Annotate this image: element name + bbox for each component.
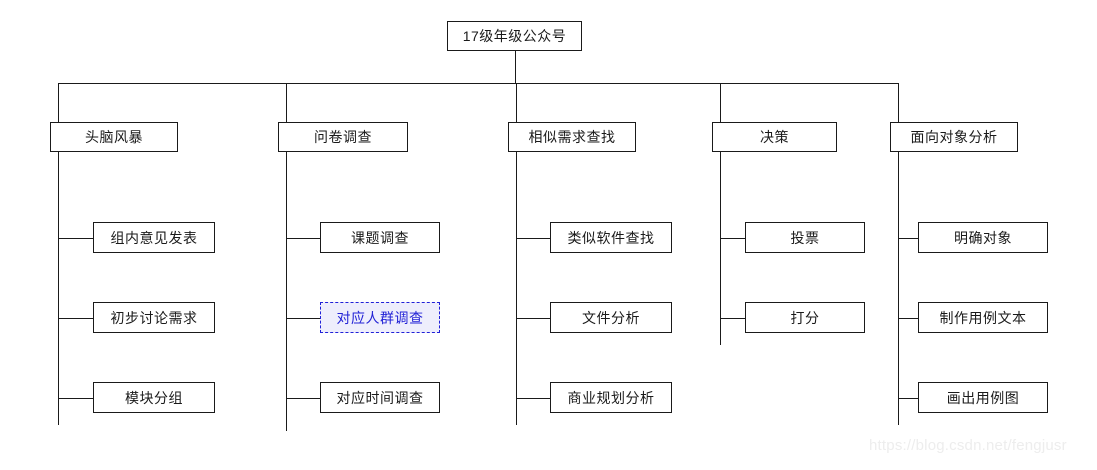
child-node-3-1[interactable]: 类似软件查找: [550, 222, 672, 253]
branch-spine-4: [720, 152, 721, 345]
child-node-4-2-label: 打分: [790, 309, 820, 326]
branch-node-5[interactable]: 面向对象分析: [890, 122, 1018, 152]
child-node-1-3-label: 模块分组: [125, 389, 183, 406]
child-stub-5-3: [898, 398, 918, 399]
child-node-5-3[interactable]: 画出用例图: [918, 382, 1048, 413]
child-node-1-1[interactable]: 组内意见发表: [93, 222, 215, 253]
child-node-3-3-label: 商业规划分析: [567, 389, 655, 406]
child-node-2-1[interactable]: 课题调查: [320, 222, 440, 253]
child-stub-3-3: [516, 398, 550, 399]
child-stub-1-1: [58, 238, 93, 239]
branch-drop-connector-5: [898, 83, 899, 122]
child-stub-2-3: [286, 398, 320, 399]
branch-node-5-label: 面向对象分析: [910, 129, 998, 145]
child-node-3-2[interactable]: 文件分析: [550, 302, 672, 333]
child-node-4-2[interactable]: 打分: [745, 302, 865, 333]
level2-bus-connector: [58, 83, 898, 84]
child-stub-3-2: [516, 318, 550, 319]
branch-node-3[interactable]: 相似需求查找: [508, 122, 636, 152]
branch-spine-3: [516, 152, 517, 425]
branch-node-2[interactable]: 问卷调查: [278, 122, 408, 152]
branch-node-3-label: 相似需求查找: [528, 129, 616, 145]
child-node-2-2[interactable]: 对应人群调查: [320, 302, 440, 333]
branch-spine-5: [898, 152, 899, 425]
branch-spine-1: [58, 152, 59, 425]
root-node-label: 17级年级公众号: [462, 28, 567, 44]
child-node-3-3[interactable]: 商业规划分析: [550, 382, 672, 413]
child-node-2-1-label: 课题调查: [351, 229, 409, 246]
child-node-1-2-label: 初步讨论需求: [110, 309, 198, 326]
child-node-3-1-label: 类似软件查找: [567, 229, 655, 246]
child-stub-5-1: [898, 238, 918, 239]
branch-node-4-label: 决策: [760, 129, 789, 145]
branch-node-2-label: 问卷调查: [314, 129, 372, 145]
child-stub-1-3: [58, 398, 93, 399]
branch-drop-connector-2: [286, 83, 287, 122]
child-stub-1-2: [58, 318, 93, 319]
child-stub-3-1: [516, 238, 550, 239]
child-node-2-3[interactable]: 对应时间调查: [320, 382, 440, 413]
child-node-5-2-label: 制作用例文本: [939, 309, 1027, 326]
child-stub-5-2: [898, 318, 918, 319]
branch-drop-connector-1: [58, 83, 59, 122]
child-node-4-1-label: 投票: [790, 229, 820, 246]
root-drop-connector: [515, 51, 516, 83]
branch-drop-connector-3: [516, 83, 517, 122]
child-node-5-2[interactable]: 制作用例文本: [918, 302, 1048, 333]
child-stub-2-1: [286, 238, 320, 239]
child-node-1-3[interactable]: 模块分组: [93, 382, 215, 413]
child-node-3-2-label: 文件分析: [582, 309, 640, 326]
child-node-2-2-label: 对应人群调查: [336, 309, 424, 326]
child-stub-4-2: [720, 318, 745, 319]
branch-drop-connector-4: [720, 83, 721, 122]
child-node-4-1[interactable]: 投票: [745, 222, 865, 253]
child-node-1-1-label: 组内意见发表: [110, 229, 198, 246]
child-node-5-3-label: 画出用例图: [946, 389, 1020, 406]
watermark-text: https://blog.csdn.net/fengjusr: [869, 437, 1067, 454]
root-node[interactable]: 17级年级公众号: [447, 21, 582, 51]
child-node-2-3-label: 对应时间调查: [336, 389, 424, 406]
child-node-5-1[interactable]: 明确对象: [918, 222, 1048, 253]
child-stub-2-2: [286, 318, 320, 319]
branch-spine-2: [286, 152, 287, 431]
branch-node-1-label: 头脑风暴: [85, 129, 143, 145]
branch-node-1[interactable]: 头脑风暴: [50, 122, 178, 152]
child-stub-4-1: [720, 238, 745, 239]
child-node-5-1-label: 明确对象: [954, 229, 1012, 246]
branch-node-4[interactable]: 决策: [712, 122, 837, 152]
child-node-1-2[interactable]: 初步讨论需求: [93, 302, 215, 333]
